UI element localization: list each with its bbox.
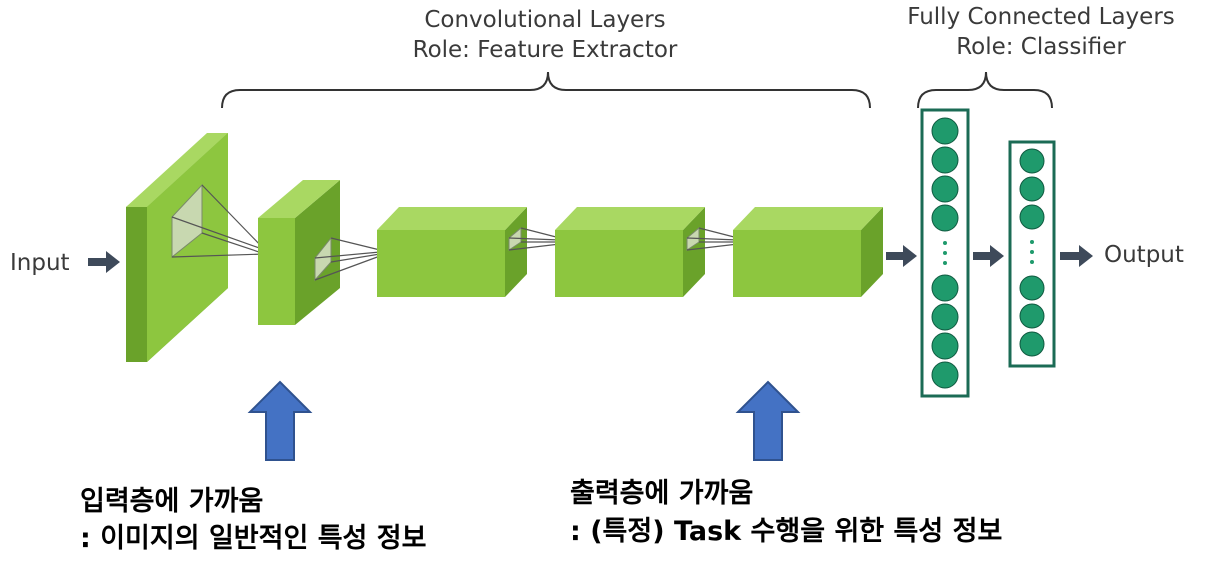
blue-up-arrow-left bbox=[247, 380, 313, 461]
neuron bbox=[931, 303, 959, 331]
neuron bbox=[931, 117, 959, 145]
output-label: Output bbox=[1104, 242, 1184, 268]
note-right-line2: : (특정) Task 수행을 위한 특성 정보 bbox=[570, 516, 1002, 547]
neuron bbox=[1019, 176, 1045, 202]
conv-layer-3 bbox=[377, 207, 527, 297]
neuron bbox=[931, 332, 959, 360]
conv-layer-4 bbox=[555, 207, 705, 297]
conv-layers-title: Convolutional Layers bbox=[424, 7, 665, 33]
ellipsis-dot bbox=[1030, 240, 1034, 244]
fc-layers-brace bbox=[917, 71, 1053, 109]
ellipsis-dot bbox=[943, 241, 947, 245]
neuron bbox=[931, 146, 959, 174]
neuron bbox=[1019, 148, 1045, 174]
neuron bbox=[1019, 303, 1045, 329]
conv-to-fc-arrow bbox=[886, 245, 917, 267]
input-arrow bbox=[88, 251, 120, 273]
fc-layer-2 bbox=[1008, 140, 1056, 368]
fc-layers-role: Role: Classifier bbox=[956, 34, 1126, 60]
fc1-to-fc2-arrow bbox=[973, 245, 1004, 267]
kernel-lines-3 bbox=[508, 227, 561, 251]
conv-layer-1 bbox=[126, 133, 228, 362]
neuron bbox=[1019, 275, 1045, 301]
neuron bbox=[1019, 331, 1045, 357]
neuron bbox=[931, 175, 959, 203]
conv-layers-role: Role: Feature Extractor bbox=[413, 37, 678, 63]
conv-layer-2 bbox=[258, 180, 340, 325]
neuron bbox=[1019, 204, 1045, 230]
conv-layers-brace bbox=[221, 71, 871, 109]
fc-layers-title: Fully Connected Layers bbox=[907, 4, 1175, 30]
neuron bbox=[931, 274, 959, 302]
kernel-lines-2 bbox=[314, 237, 381, 281]
output-arrow bbox=[1060, 245, 1093, 267]
neuron bbox=[931, 361, 959, 389]
input-label: Input bbox=[10, 250, 70, 276]
note-left-line1: 입력층에 가까움 bbox=[80, 486, 263, 517]
note-left-line2: : 이미지의 일반적인 특성 정보 bbox=[80, 523, 426, 554]
blue-up-arrow-right bbox=[735, 380, 801, 461]
ellipsis-dot bbox=[1030, 250, 1034, 254]
fc-layer-1 bbox=[920, 108, 970, 398]
ellipsis-dot bbox=[943, 261, 947, 265]
conv-layer-5 bbox=[733, 207, 883, 297]
neuron bbox=[931, 204, 959, 232]
kernel-lines-4 bbox=[686, 227, 739, 251]
note-right-line1: 출력층에 가까움 bbox=[570, 478, 753, 509]
kernel-lines-1 bbox=[171, 184, 266, 258]
ellipsis-dot bbox=[1030, 260, 1034, 264]
ellipsis-dot bbox=[943, 251, 947, 255]
